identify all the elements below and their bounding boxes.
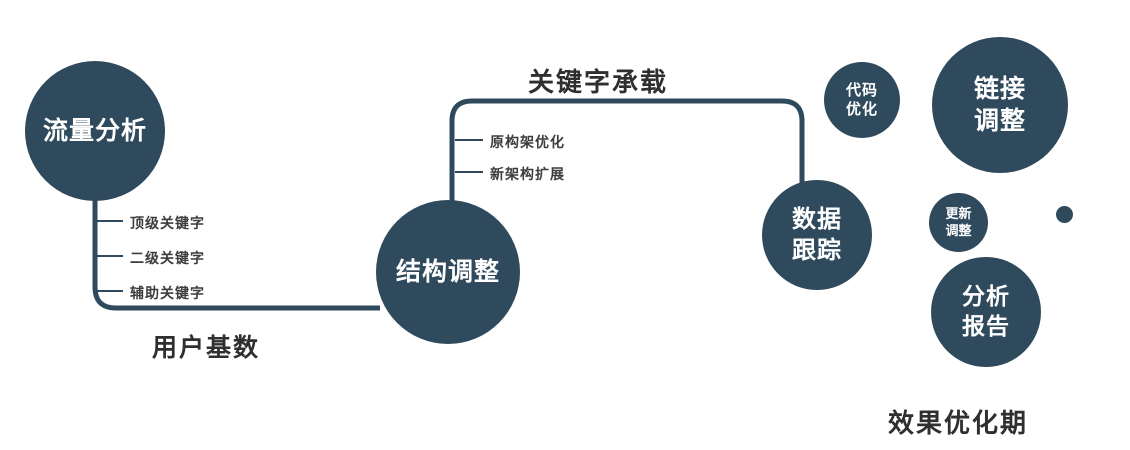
node-code-optimization-line2: 优化 bbox=[845, 101, 878, 118]
branch-label-new-framework: 新架构扩展 bbox=[490, 166, 565, 182]
node-traffic-analysis-label: 流量分析 bbox=[42, 116, 147, 145]
branch-label-top-keywords: 顶级关键字 bbox=[130, 215, 205, 231]
node-traffic-analysis: 流量分析 bbox=[25, 61, 165, 201]
node-data-tracking-line1: 数据 bbox=[792, 205, 842, 233]
node-structure-adjust: 结构调整 bbox=[376, 200, 520, 344]
node-code-optimization: 代码 优化 bbox=[824, 62, 900, 138]
node-small-dot bbox=[1056, 206, 1073, 223]
node-code-optimization-line1: 代码 bbox=[845, 81, 878, 99]
node-update-adjustment-line2: 调整 bbox=[945, 222, 972, 238]
edge-label-user-base: 用户基数 bbox=[152, 334, 261, 362]
node-link-adjustment: 链接 调整 bbox=[932, 37, 1068, 173]
node-analysis-report-line1: 分析 bbox=[962, 283, 1010, 310]
node-data-tracking: 数据 跟踪 bbox=[762, 180, 872, 290]
edge-label-keyword-bearing: 关键字承载 bbox=[528, 67, 669, 97]
footer-label-effect-optimization: 效果优化期 bbox=[888, 408, 1029, 438]
edge-structure-to-data bbox=[449, 98, 805, 210]
node-data-tracking-line2: 跟踪 bbox=[792, 237, 842, 264]
node-update-adjustment: 更新 调整 bbox=[929, 193, 988, 252]
node-analysis-report-line2: 报告 bbox=[962, 313, 1010, 339]
branch-label-original-framework: 原构架优化 bbox=[490, 134, 565, 150]
node-analysis-report: 分析 报告 bbox=[931, 257, 1041, 367]
node-structure-adjust-label: 结构调整 bbox=[395, 257, 500, 286]
branch-label-auxiliary-keywords: 辅助关键字 bbox=[130, 285, 205, 301]
node-update-adjustment-line1: 更新 bbox=[945, 205, 972, 221]
node-link-adjustment-line1: 链接 bbox=[973, 74, 1026, 103]
node-link-adjustment-line2: 调整 bbox=[973, 107, 1026, 135]
branch-label-secondary-keywords: 二级关键字 bbox=[130, 250, 205, 266]
